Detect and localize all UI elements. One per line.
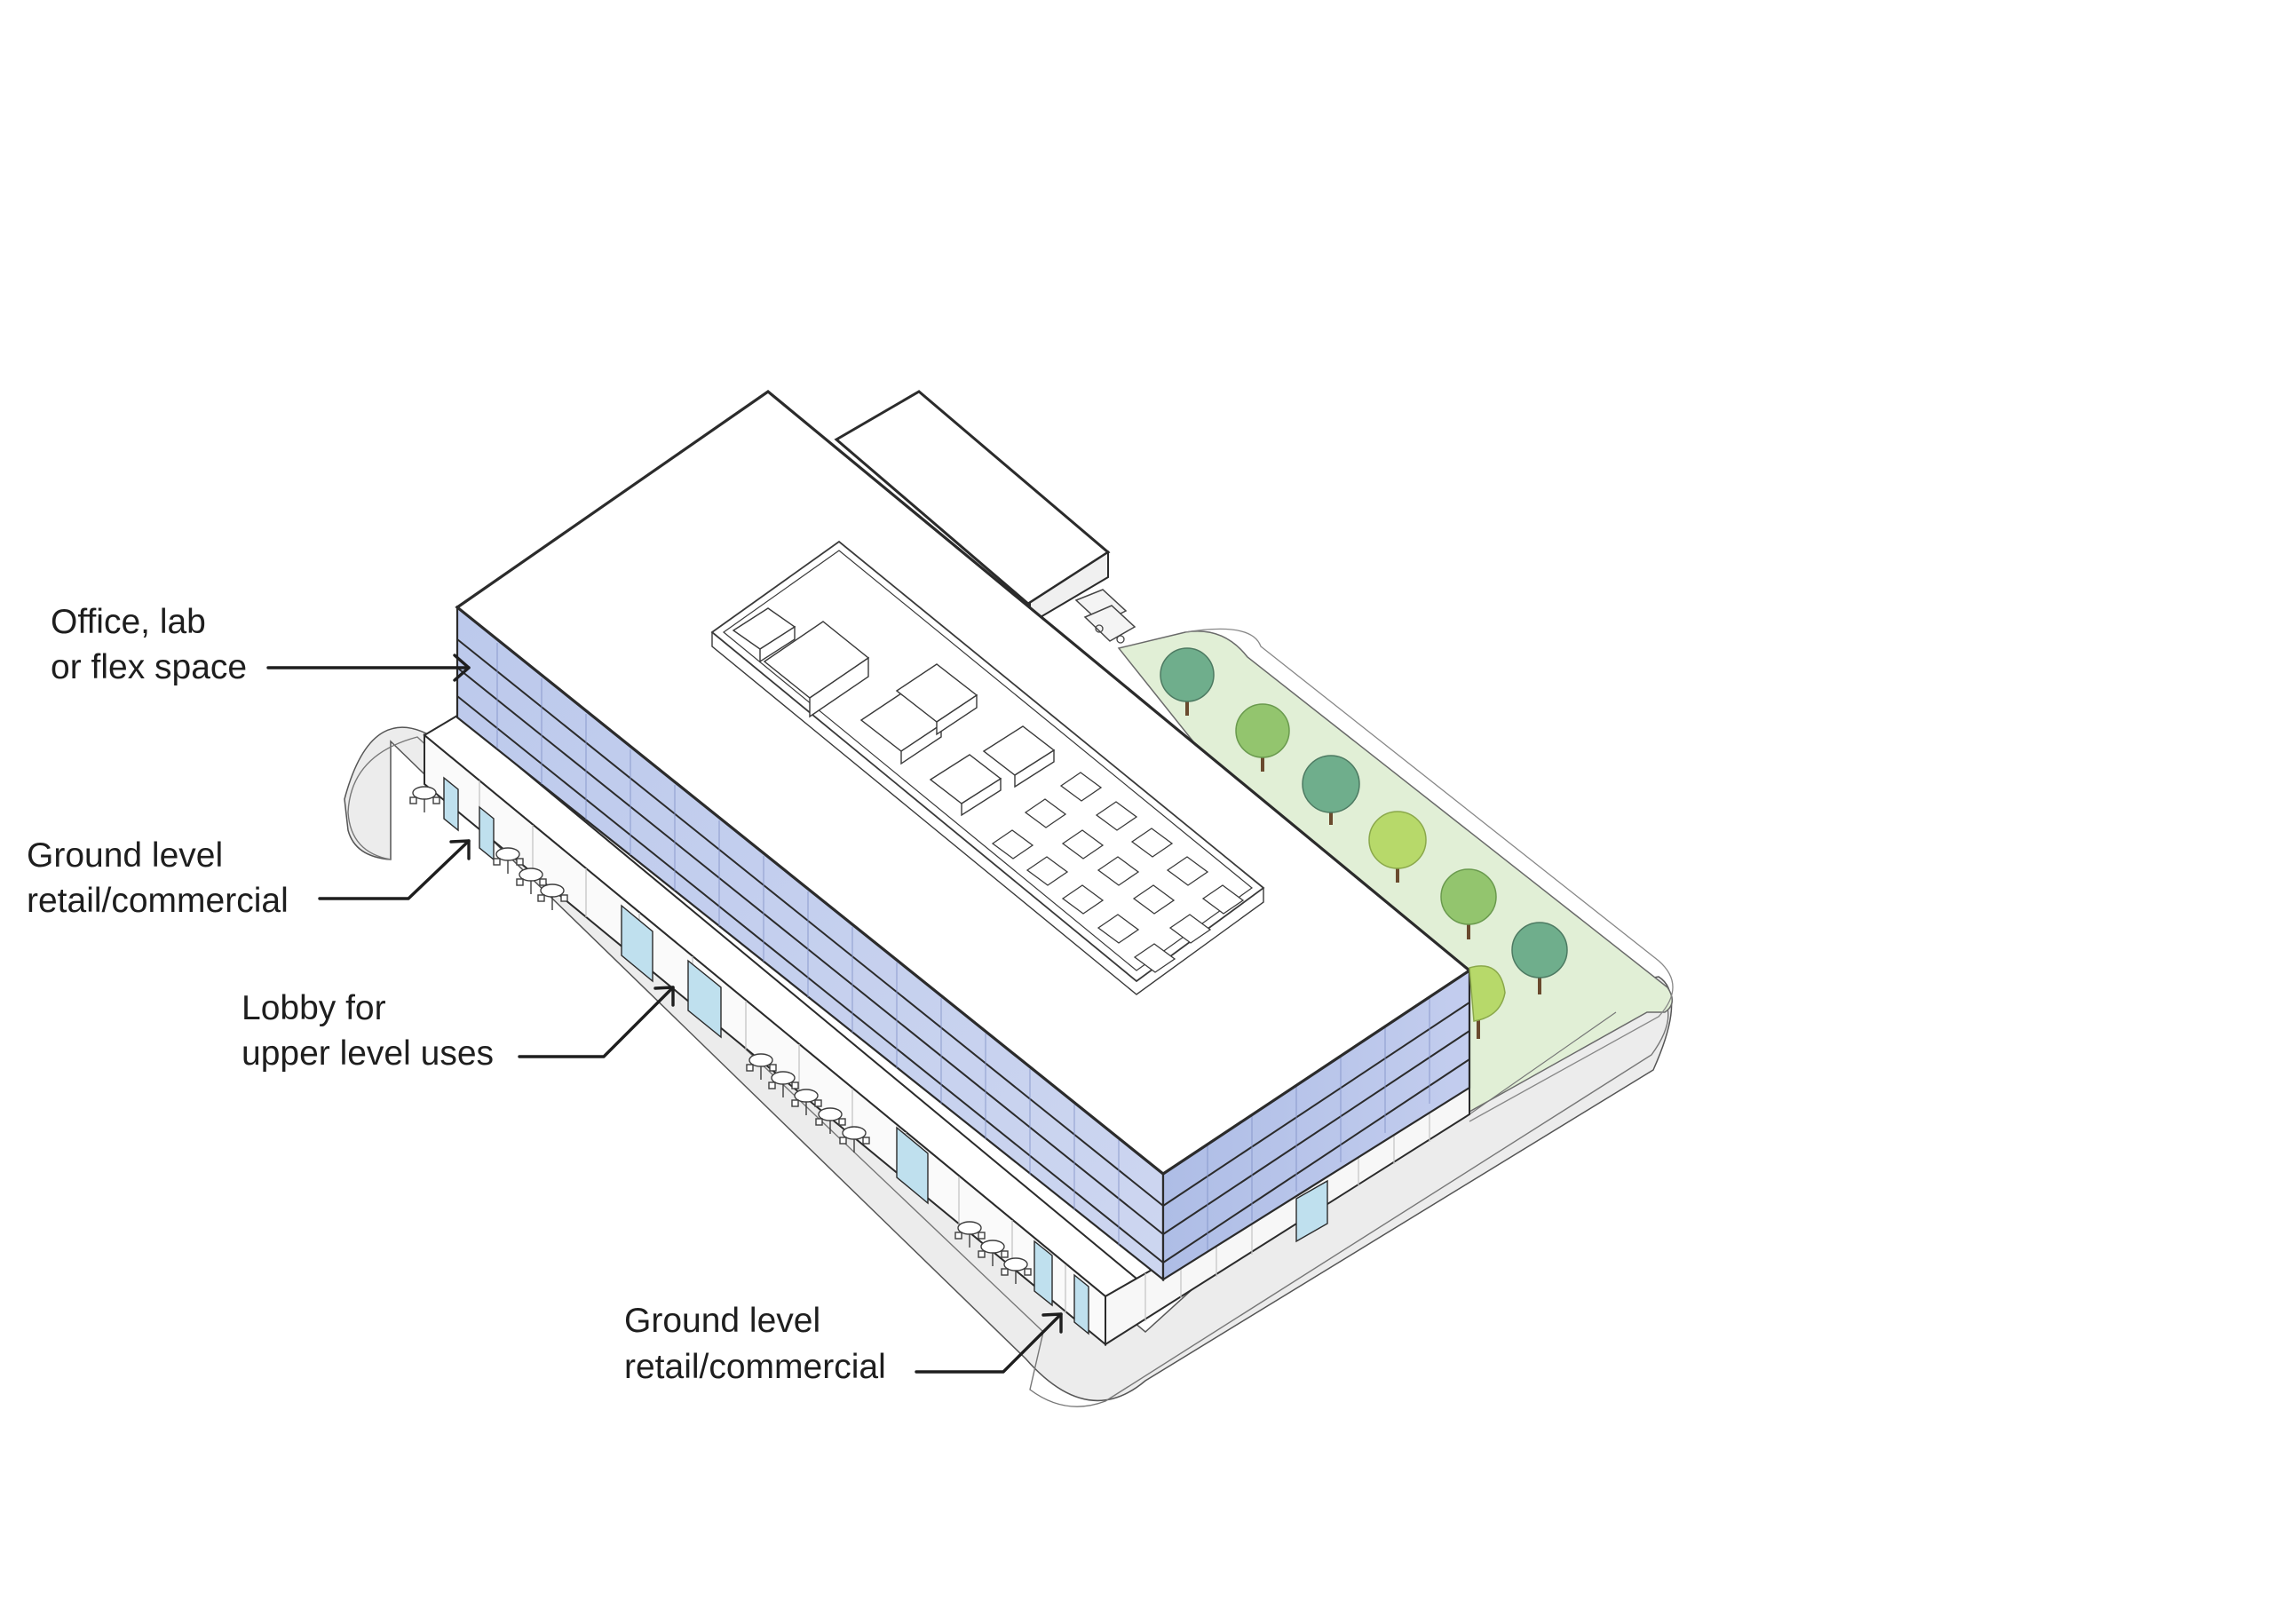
callout-lobby: Lobby for upper level uses	[242, 986, 675, 1073]
arrow-head-icon	[653, 986, 675, 1007]
cafe-table-icon	[746, 1053, 777, 1080]
tree-icon	[1469, 965, 1506, 1039]
callout-ground-south-line1: Ground level	[624, 1302, 820, 1340]
cafe-table-icon	[768, 1071, 799, 1097]
floor-lines-east	[1162, 1002, 1470, 1264]
upper-floors-glass	[455, 605, 1471, 1282]
tree-icon	[1511, 922, 1568, 994]
tree-icon	[1235, 703, 1290, 772]
callout-ground-south-line2: retail/commercial	[624, 1348, 886, 1386]
arrow-head-icon	[1041, 1312, 1063, 1334]
plaza-sidewalk	[344, 726, 1673, 1402]
tree-icon	[1440, 868, 1497, 939]
east-entry-doors	[1295, 1179, 1328, 1243]
callout-lobby-line2: upper level uses	[242, 1034, 494, 1073]
callout-lobby-leader	[518, 986, 675, 1058]
callout-ground-west-line2: retail/commercial	[27, 882, 289, 920]
callout-lobby-line1: Lobby for	[242, 989, 386, 1027]
rooftop-units	[732, 607, 1056, 817]
entry-doors	[443, 776, 1089, 1335]
cafe-table-icon	[1001, 1257, 1032, 1284]
callout-office-line1: Office, lab	[51, 603, 206, 641]
street-trees	[1160, 647, 1568, 1039]
window-mullions-west	[496, 643, 1120, 1246]
callout-ground-south-leader	[915, 1312, 1063, 1374]
cafe-table-icon	[815, 1107, 846, 1134]
cafe-table-icon	[516, 867, 547, 894]
cafe-table-icon	[409, 786, 440, 812]
callout-office: Office, lab or flex space	[51, 603, 471, 686]
cafe-table-icon	[954, 1221, 986, 1248]
lawn-border	[1184, 628, 1674, 1122]
floor-lines-west	[456, 638, 1164, 1264]
callout-ground-south: Ground level retail/commercial	[624, 1302, 1063, 1386]
cafe-table-icon	[791, 1089, 822, 1115]
tree-icon	[1160, 647, 1215, 716]
arrow-head-icon	[453, 654, 471, 682]
window-mullions-east	[1207, 998, 1430, 1250]
callout-office-line2: or flex space	[51, 648, 247, 686]
callout-ground-west: Ground level retail/commercial	[27, 836, 471, 920]
plaza-outline	[347, 736, 1669, 1407]
outdoor-seating	[409, 786, 1032, 1284]
cafe-table-icon	[839, 1126, 870, 1153]
tree-icon	[1368, 811, 1427, 883]
rooftop-grid-units	[991, 772, 1245, 973]
callout-ground-west-leader	[318, 839, 471, 900]
callout-ground-west-line1: Ground level	[27, 836, 223, 875]
cafe-table-icon	[537, 883, 568, 910]
arrow-head-icon	[449, 839, 471, 860]
tree-icon	[1302, 755, 1360, 825]
lawn-bottom-edge	[1469, 1011, 1617, 1115]
ground-floor-podium	[423, 714, 1470, 1347]
cafe-table-icon	[978, 1240, 1009, 1266]
cafe-table-icon	[493, 847, 524, 874]
